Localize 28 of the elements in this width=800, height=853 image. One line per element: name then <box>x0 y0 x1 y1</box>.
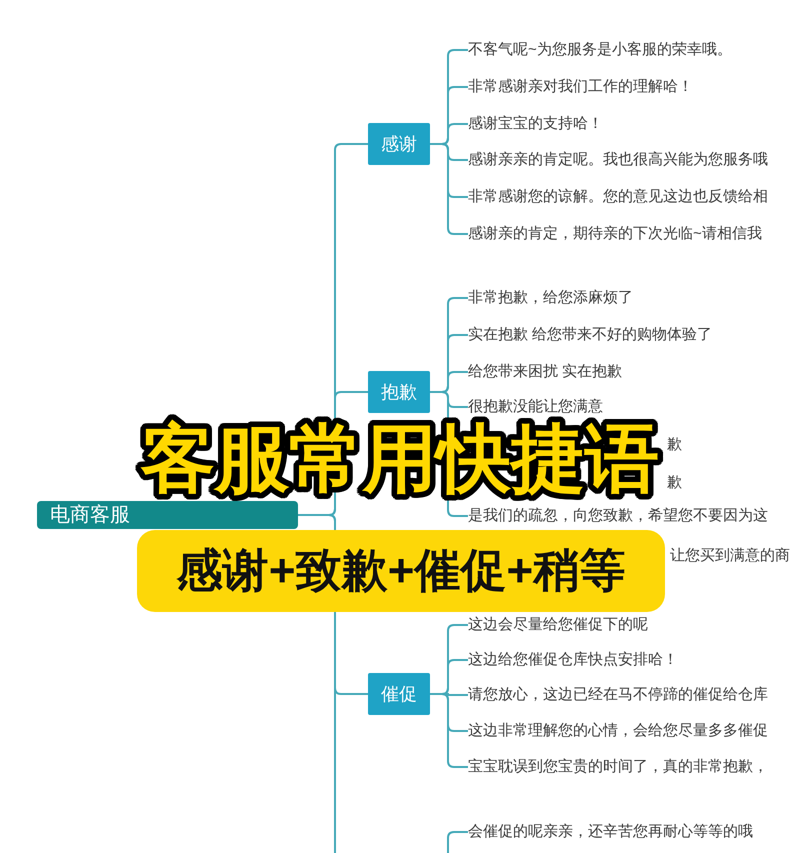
category-box: 抱歉 <box>368 371 430 413</box>
phrase-text: 实在抱歉 给您带来不好的购物体验了 <box>468 325 712 345</box>
text-fragment: 歉 <box>667 435 682 455</box>
category-box: 感谢 <box>368 123 430 165</box>
phrase-text: 感谢亲亲的肯定呢。我也很高兴能为您服务哦 <box>468 150 768 170</box>
phrase-text: 这边会尽量给您催促下的呢 <box>468 615 648 635</box>
phrase-text: 很抱歉没能让您满意 <box>468 397 603 417</box>
text-fragment: 让您买到满意的商 <box>670 546 790 566</box>
phrase-text: 会催促的呢亲亲，还辛苦您再耐心等等的哦 <box>468 822 753 842</box>
phrase-text: 是我们的疏忽，向您致歉，希望您不要因为这 <box>468 506 768 526</box>
phrase-text: 非常抱歉，给您添麻烦了 <box>468 288 633 308</box>
text-fragment: 歉 <box>667 473 682 493</box>
topic-box: 电商客服 <box>37 501 298 529</box>
subtitle-banner: 感谢+致歉+催促+稍等 <box>137 530 665 612</box>
phrase-text: 这边给您催促仓库快点安排哈！ <box>468 650 678 670</box>
phrase-text: 非常感谢亲对我们工作的理解哈！ <box>468 77 693 97</box>
connector-line <box>447 831 468 853</box>
connector-line <box>430 143 468 235</box>
phrase-text: 感谢宝宝的支持哈！ <box>468 114 603 134</box>
connector-line <box>430 693 468 768</box>
phrase-text: 感谢亲的肯定，期待亲的下次光临~请相信我 <box>468 224 762 244</box>
phrase-text: 宝宝耽误到您宝贵的时间了，真的非常抱歉， <box>468 757 768 777</box>
category-box: 催促 <box>368 673 430 715</box>
phrase-text: 不客气呢~为您服务是小客服的荣幸哦。 <box>468 40 732 60</box>
phrase-text: 非常感谢您的谅解。您的意见这边也反馈给相 <box>468 187 768 207</box>
phrase-text: 给您带来困扰 实在抱歉 <box>468 362 622 382</box>
phrase-text: 请您放心，这边已经在马不停蹄的催促给仓库 <box>468 685 768 705</box>
phrase-text: 这边非常理解您的心情，会给您尽量多多催促 <box>468 721 768 741</box>
